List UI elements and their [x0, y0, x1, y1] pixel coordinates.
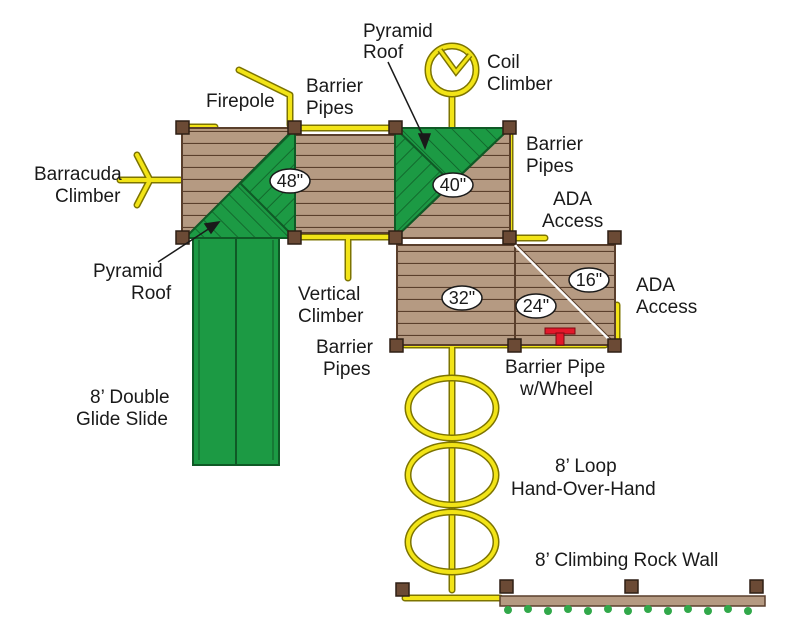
label-barrier-pipes-bottom-line1: Barrier	[316, 337, 374, 358]
label-coil-climber: Coil Climber	[487, 52, 553, 95]
badge-24-text: 24"	[523, 296, 549, 316]
label-barrier-pipes-right-line2: Pipes	[526, 156, 574, 177]
label-barrier-pipes-top-line2: Pipes	[306, 98, 354, 119]
label-pyramid-roof-left-line1: Pyramid	[93, 261, 163, 282]
label-ada-access-top-line2: Access	[542, 211, 603, 232]
barrier-pipe-wheel	[544, 327, 576, 346]
badge-32-text: 32"	[449, 288, 475, 308]
label-ada-access-right-line2: Access	[636, 297, 697, 318]
label-ada-access-right: ADA Access	[636, 275, 697, 318]
posts	[175, 120, 622, 597]
label-barrier-pipe-wheel-line2: w/Wheel	[519, 379, 593, 400]
label-vertical-climber: Vertical Climber	[298, 284, 364, 327]
label-barrier-pipes-right-line1: Barrier	[526, 134, 584, 155]
label-pyramid-roof-top: Pyramid Roof	[363, 21, 433, 63]
badge-48-text: 48"	[277, 171, 303, 191]
badge-40-text: 40"	[440, 175, 466, 195]
label-ada-access-top-line1: ADA	[553, 189, 592, 210]
label-vertical-climber-line1: Vertical	[298, 284, 360, 305]
label-loop-hand-over-hand-line2: Hand-Over-Hand	[511, 479, 656, 500]
climbing-rock-wall	[499, 579, 766, 615]
badge-16-text: 16"	[576, 270, 602, 290]
label-ada-access-top: ADA Access	[542, 189, 603, 232]
double-glide-slide	[192, 234, 280, 466]
label-ada-access-right-line1: ADA	[636, 275, 675, 296]
label-loop-hand-over-hand: 8’ Loop Hand-Over-Hand	[511, 456, 656, 500]
label-climbing-rock-wall: 8’ Climbing Rock Wall	[535, 550, 718, 571]
label-firepole: Firepole	[206, 91, 275, 112]
badge-40: 40"	[432, 172, 474, 198]
badge-32: 32"	[441, 285, 483, 311]
label-coil-climber-line2: Climber	[487, 74, 553, 95]
pointer-arrows	[157, 61, 432, 263]
label-barracuda-climber-line1: Barracuda	[34, 164, 122, 185]
label-vertical-climber-line2: Climber	[298, 306, 364, 327]
label-coil-climber-line1: Coil	[487, 52, 520, 73]
badge-24: 24"	[515, 293, 557, 319]
label-pyramid-roof-top-line2: Roof	[363, 42, 404, 63]
label-double-glide-slide: 8’ Double Glide Slide	[76, 387, 170, 430]
coil-climber	[424, 42, 480, 98]
label-pyramid-roof-left-line2: Roof	[131, 283, 172, 304]
badge-16: 16"	[568, 267, 610, 293]
label-barrier-pipes-right: Barrier Pipes	[526, 134, 584, 177]
label-barracuda-climber: Barracuda Climber	[34, 164, 122, 207]
loop-hand-over-hand	[404, 374, 500, 576]
label-barrier-pipes-top-line1: Barrier	[306, 76, 364, 97]
label-barrier-pipes-top: Barrier Pipes	[306, 76, 364, 119]
arrow-head-left	[203, 221, 221, 235]
label-barrier-pipes-bottom-line2: Pipes	[323, 359, 371, 380]
label-double-glide-slide-line2: Glide Slide	[76, 409, 168, 430]
pipes	[116, 66, 621, 602]
label-barrier-pipe-wheel: Barrier Pipe w/Wheel	[505, 357, 605, 400]
label-barrier-pipes-bottom: Barrier Pipes	[316, 337, 374, 380]
arrow-head-top	[417, 133, 432, 151]
label-double-glide-slide-line1: 8’ Double	[90, 387, 170, 408]
badge-48: 48"	[269, 168, 311, 194]
label-barrier-pipe-wheel-line1: Barrier Pipe	[505, 357, 605, 378]
label-pyramid-roof-top-line1: Pyramid	[363, 21, 433, 42]
label-loop-hand-over-hand-line1: 8’ Loop	[555, 456, 617, 477]
label-barracuda-climber-line2: Climber	[55, 186, 121, 207]
label-pyramid-roof-left: Pyramid Roof	[93, 261, 172, 304]
